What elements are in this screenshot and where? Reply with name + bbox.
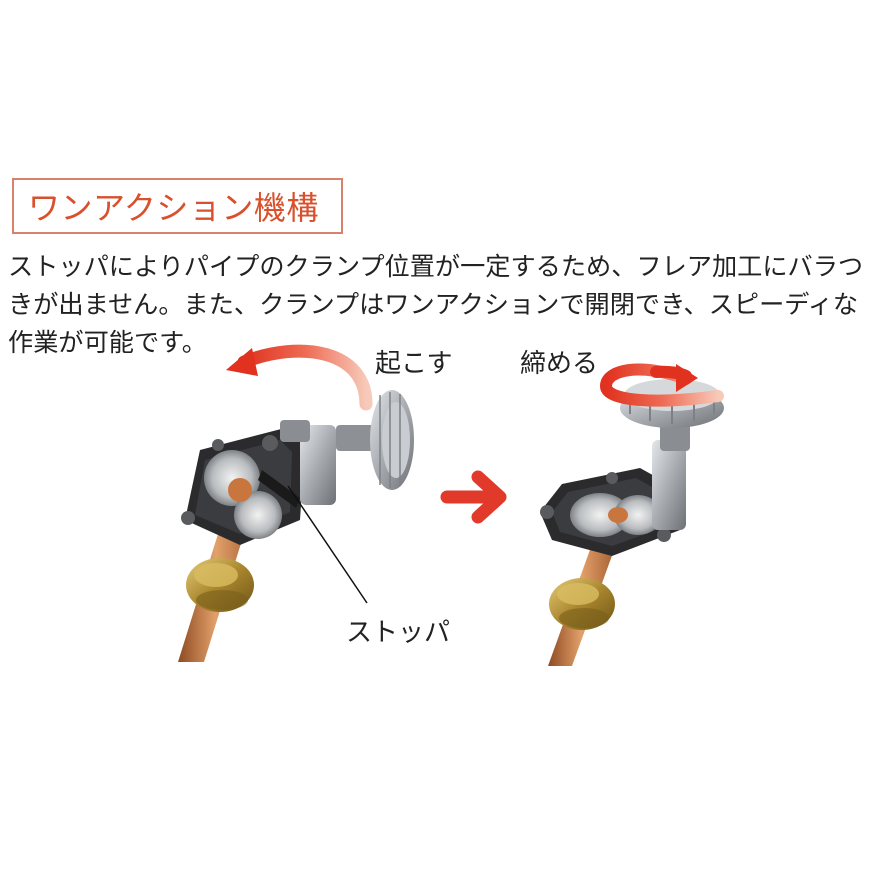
left-tool-assembly <box>178 390 414 662</box>
stopper-pointer-line <box>287 485 368 604</box>
label-raise: 起こす <box>375 349 453 379</box>
description: ストッパによりパイプのクランプ位置が一定するため、フレア加工にバラつ きが出ませ… <box>8 248 886 362</box>
left-arm-and-knob <box>280 390 414 505</box>
rotate-arrow-icon <box>599 363 724 407</box>
page-title: ワンアクション機構 <box>28 189 319 227</box>
right-tool-assembly <box>540 379 724 666</box>
label-tighten: 締める <box>520 349 599 379</box>
left-clamp-body <box>181 428 305 545</box>
right-brass-nut <box>549 578 615 630</box>
description-line-1: ストッパによりパイプのクランプ位置が一定するため、フレア加工にバラつ <box>8 252 864 281</box>
curved-arrow-left-icon <box>226 344 373 411</box>
arrow-right-icon <box>440 470 507 524</box>
title-box: ワンアクション機構 <box>12 178 343 234</box>
left-brass-nut <box>186 558 254 612</box>
right-clamp-body <box>540 468 680 556</box>
description-line-3: 作業が可能です。 <box>8 328 207 357</box>
label-stopper: ストッパ <box>346 618 451 648</box>
description-line-2: きが出ません。また、クランプはワンアクションで開閉でき、スピーディな <box>8 290 859 319</box>
stopper-part <box>258 470 300 508</box>
